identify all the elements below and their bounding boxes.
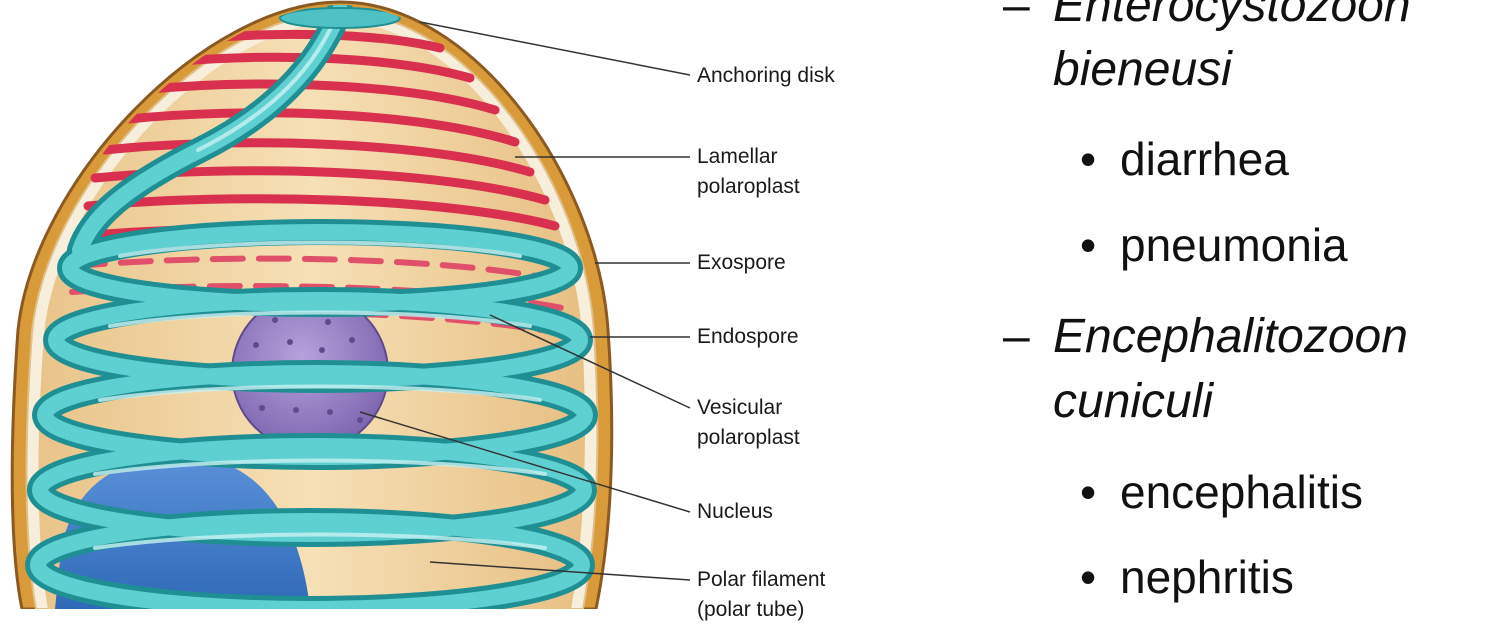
anchoring-disk <box>279 7 401 29</box>
label-nucleus: Nucleus <box>697 500 773 523</box>
species-name-line2: bieneusi <box>1053 43 1232 96</box>
bullet-marker: • <box>1080 133 1097 185</box>
symptom-item: • pneumonia <box>1080 217 1348 273</box>
bullet-marker: • <box>1080 466 1097 518</box>
spore-diagram <box>10 0 691 609</box>
species-name-line1: Encephalitozoon <box>1053 310 1408 363</box>
symptom-label: diarrhea <box>1120 133 1289 185</box>
symptom-item: • diarrhea <box>1080 131 1289 187</box>
species-name-line1: Enterocystozoon <box>1053 0 1411 32</box>
dash-marker: – <box>1003 0 1030 32</box>
label-vesicular-polaroplast: Vesicular polaroplast <box>697 393 800 453</box>
label-vesicular-line1: Vesicular <box>697 396 783 419</box>
species-name-line2: cuniculi <box>1053 375 1214 428</box>
label-polar-filament: Polar filament (polar tube) <box>697 565 825 625</box>
label-lamellar-line1: Lamellar <box>697 145 778 168</box>
species-encephalitozoon: –Encephalitozoon <box>1003 309 1408 365</box>
bullet-marker: • <box>1080 219 1097 271</box>
bullet-marker: • <box>1080 551 1097 603</box>
species-enterocystozoon: –Enterocystozoon <box>1003 0 1411 34</box>
label-anchoring-disk: Anchoring disk <box>697 64 835 87</box>
symptom-item: • encephalitis <box>1080 464 1363 520</box>
label-lamellar-polaroplast: Lamellar polaroplast <box>697 142 800 202</box>
polar-filament <box>25 5 598 609</box>
symptom-label: pneumonia <box>1120 219 1348 271</box>
leader-lines <box>359 21 691 581</box>
symptom-label: encephalitis <box>1120 466 1363 518</box>
label-vesicular-line2: polaroplast <box>697 426 800 449</box>
label-polar-filament-line2: (polar tube) <box>697 598 805 621</box>
label-polar-filament-line1: Polar filament <box>697 568 826 591</box>
symptom-label: nephritis <box>1120 551 1294 603</box>
symptom-item: • nephritis <box>1080 549 1294 605</box>
label-endospore: Endospore <box>697 325 799 348</box>
label-exospore: Exospore <box>697 251 786 274</box>
label-lamellar-line2: polaroplast <box>697 175 800 198</box>
dash-marker: – <box>1003 310 1030 363</box>
